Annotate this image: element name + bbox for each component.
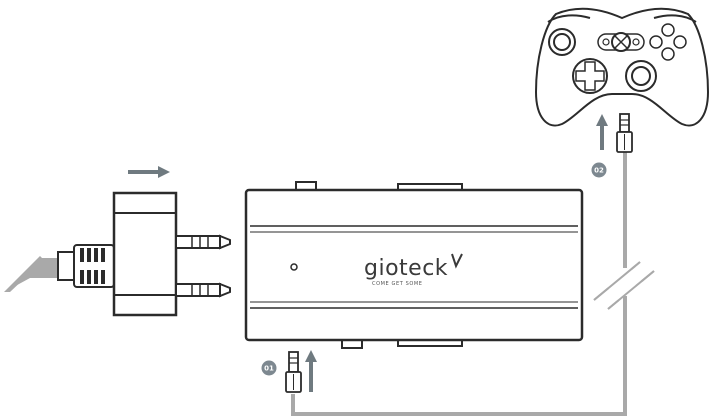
svg-text:02: 02 <box>594 167 604 175</box>
brand-tagline: COME GET SOME <box>372 281 423 287</box>
step-badge-2: 02 <box>592 163 607 178</box>
arrow-icon <box>305 350 317 392</box>
step-badge-1: 01 <box>262 361 277 376</box>
gioteck-amplifier-box: gioteck COME GET SOME <box>246 182 582 348</box>
controller-icon <box>536 9 708 126</box>
headset-adapter-icon <box>4 193 230 315</box>
arrow-icon <box>596 114 608 150</box>
arrow-icon <box>128 166 170 178</box>
brand-logo: gioteck <box>364 256 448 281</box>
svg-text:01: 01 <box>264 365 274 373</box>
audio-jack-icon <box>617 114 632 152</box>
audio-jack-icon <box>286 352 301 392</box>
